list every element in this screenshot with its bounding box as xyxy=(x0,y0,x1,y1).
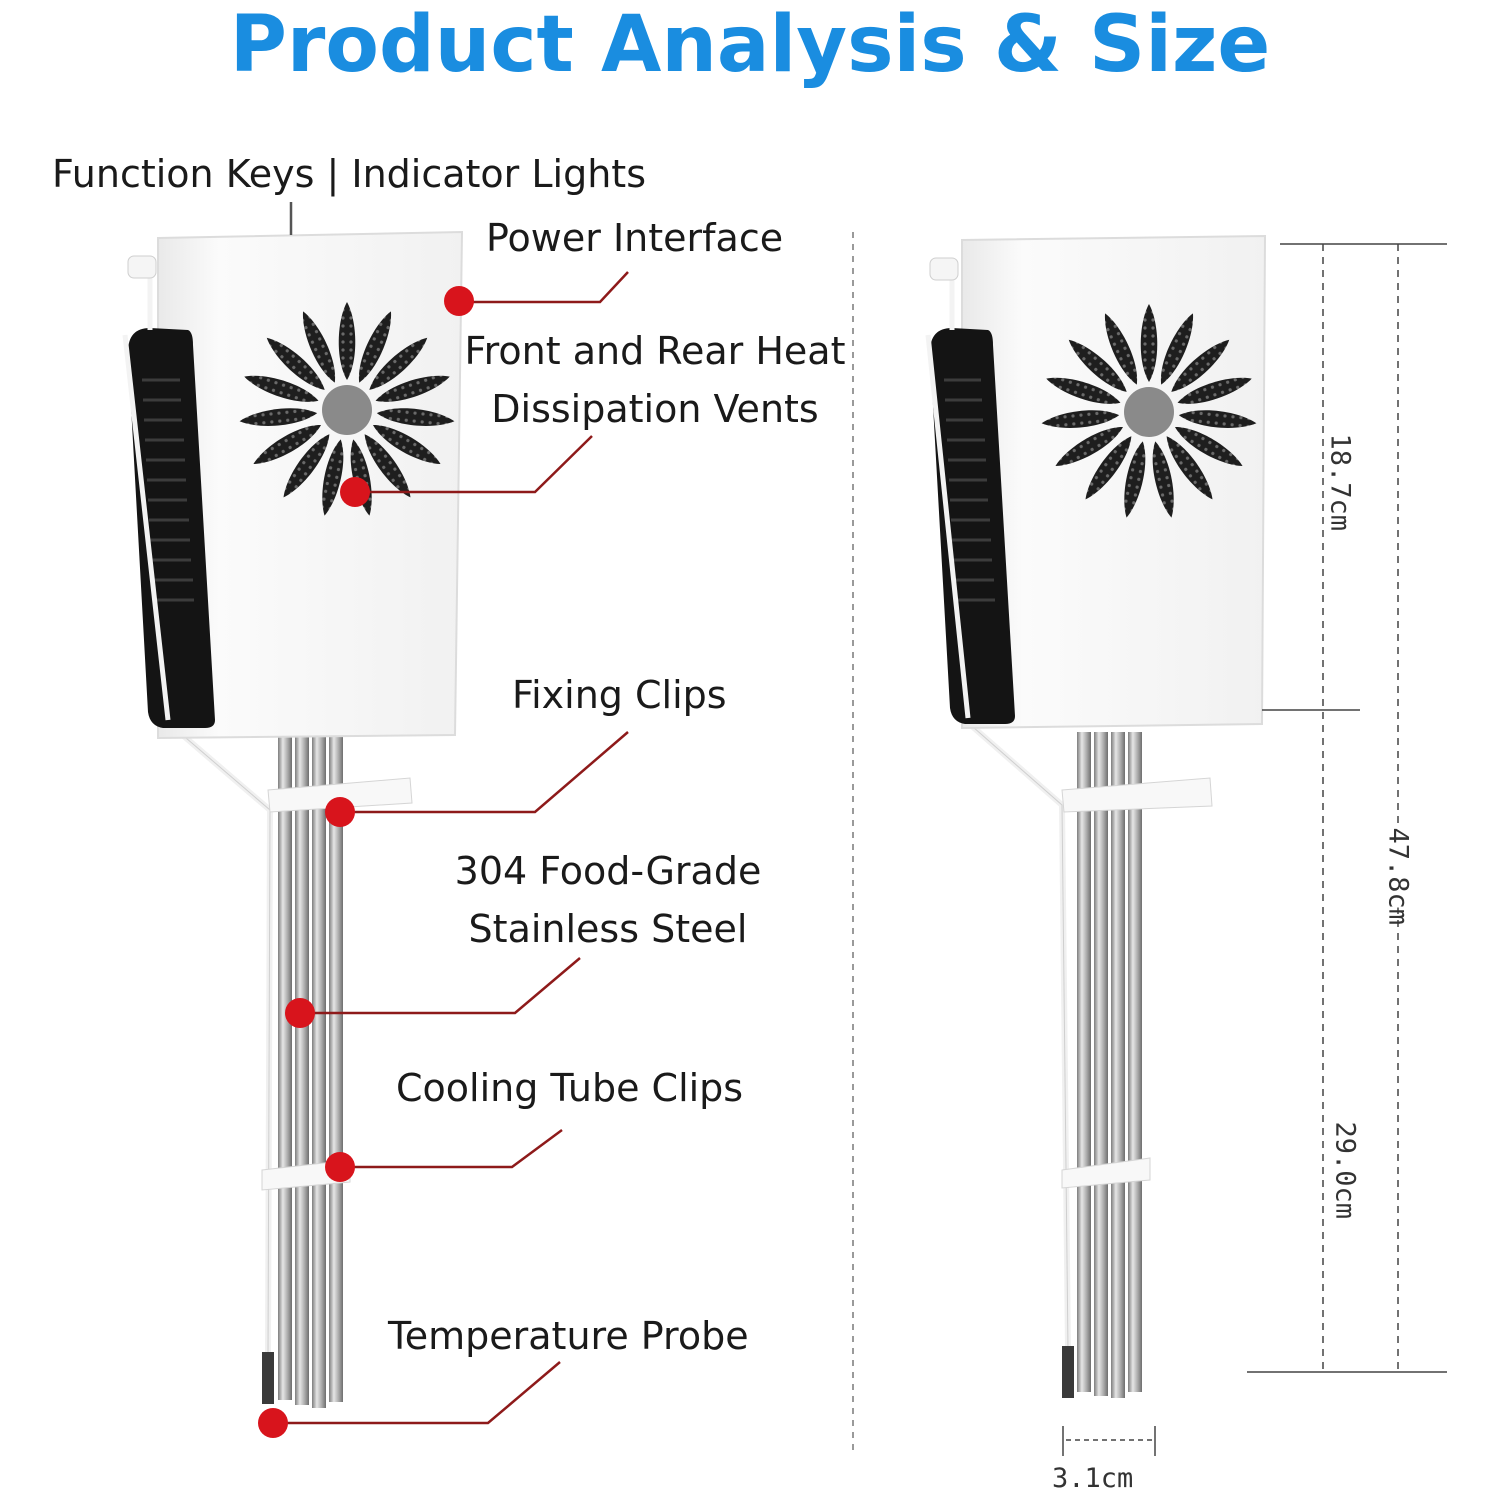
label-cooling-tube-clips: Cooling Tube Clips xyxy=(396,1066,744,1110)
probe-tip xyxy=(262,1352,274,1404)
dimension-width: 3.1cm xyxy=(1052,1463,1134,1494)
callout-dot-steel xyxy=(285,998,315,1028)
label-vents-line1: Front and Rear Heat xyxy=(464,329,846,373)
label-steel-line1: 304 Food-Grade xyxy=(454,849,762,893)
label-vents: Front and Rear Heat Dissipation Vents xyxy=(440,328,870,432)
label-power-interface: Power Interface xyxy=(486,216,784,260)
callout-dot-clips xyxy=(325,1152,355,1182)
probe-cable xyxy=(163,717,274,1356)
dimension-lines xyxy=(1062,243,1447,1456)
callout-dot-fixing xyxy=(325,797,355,827)
dimension-tube-length: 29.0cm xyxy=(1329,1121,1361,1220)
power-plug xyxy=(127,255,157,279)
callout-dot-probe xyxy=(258,1408,288,1438)
callout-dots xyxy=(258,286,474,1438)
callout-leaders xyxy=(273,202,629,1425)
callout-dot-vents xyxy=(340,477,370,507)
fan-hub xyxy=(322,385,372,435)
dimension-total-height: 47.8cm xyxy=(1382,827,1414,926)
left-device xyxy=(122,230,464,1408)
right-device xyxy=(925,234,1267,1398)
label-steel-line2: Stainless Steel xyxy=(468,907,748,951)
callout-dot-power xyxy=(444,286,474,316)
right-tubes xyxy=(1077,732,1142,1398)
label-function-keys: Function Keys | Indicator Lights xyxy=(52,152,646,196)
label-fixing-clips: Fixing Clips xyxy=(512,673,727,717)
side-grip xyxy=(128,328,215,728)
page-title: Product Analysis & Size xyxy=(229,0,1271,90)
fan-vent xyxy=(239,302,455,516)
left-tubes xyxy=(278,730,343,1408)
label-temperature-probe: Temperature Probe xyxy=(388,1314,749,1358)
fixing-clip xyxy=(267,777,413,813)
label-stainless-steel: 304 Food-Grade Stainless Steel xyxy=(408,848,808,952)
label-vents-line2: Dissipation Vents xyxy=(491,387,819,431)
dimension-housing-height: 18.7cm xyxy=(1324,433,1356,532)
